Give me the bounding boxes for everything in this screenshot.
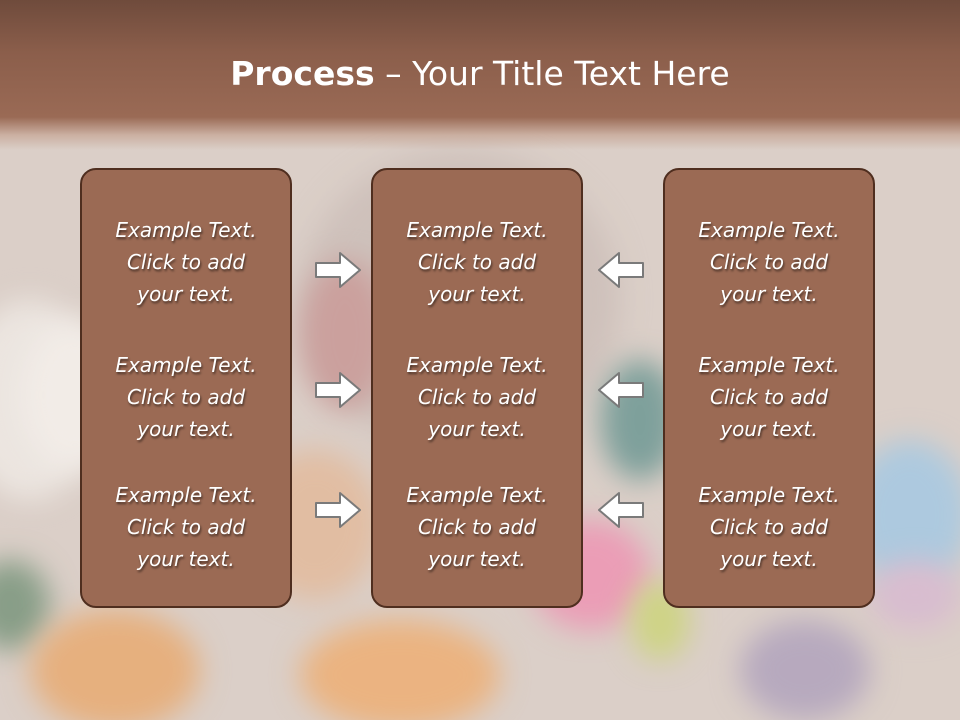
text-block[interactable]: Example Text. Click to add your text. (698, 218, 840, 306)
process-box-right[interactable]: Example Text. Click to add your text. Ex… (663, 168, 875, 608)
text-block[interactable]: Example Text. Click to add your text. (406, 218, 548, 306)
text-block[interactable]: Example Text. Click to add your text. (698, 483, 840, 571)
text-block[interactable]: Example Text. Click to add your text. (406, 483, 548, 571)
title-rest: – Your Title Text Here (374, 54, 730, 93)
arrow-left-icon (598, 252, 644, 288)
text-block[interactable]: Example Text. Click to add your text. (115, 218, 257, 306)
title-bold: Process (230, 54, 375, 93)
arrow-right-icon (315, 372, 361, 408)
process-box-center[interactable]: Example Text. Click to add your text. Ex… (371, 168, 583, 608)
arrow-right-icon (315, 492, 361, 528)
arrow-left-icon (598, 492, 644, 528)
text-block[interactable]: Example Text. Click to add your text. (698, 353, 840, 441)
slide-title[interactable]: Process – Your Title Text Here (0, 52, 960, 96)
title-bar (0, 0, 960, 150)
arrow-right-icon (315, 252, 361, 288)
arrow-left-icon (598, 372, 644, 408)
text-block[interactable]: Example Text. Click to add your text. (115, 483, 257, 571)
text-block[interactable]: Example Text. Click to add your text. (406, 353, 548, 441)
process-box-left[interactable]: Example Text. Click to add your text. Ex… (80, 168, 292, 608)
text-block[interactable]: Example Text. Click to add your text. (115, 353, 257, 441)
